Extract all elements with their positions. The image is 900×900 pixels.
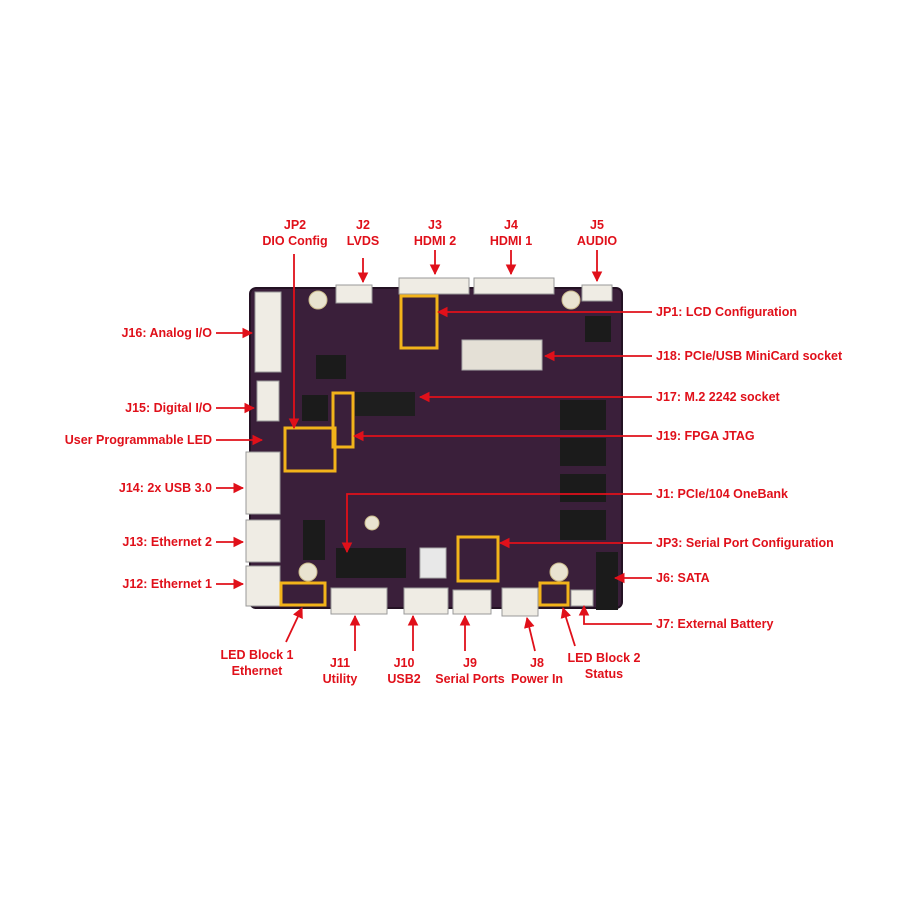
label-j4: J4 HDMI 1 xyxy=(490,217,532,249)
label-j17: J17: M.2 2242 socket xyxy=(656,390,780,404)
label-led-block-2-title: LED Block 2 xyxy=(567,651,641,665)
label-j4-name: HDMI 1 xyxy=(489,234,533,248)
label-j11-name: Utility xyxy=(322,672,358,686)
label-j3-name: HDMI 2 xyxy=(413,234,457,248)
label-j10: J10 USB2 xyxy=(387,655,420,687)
label-jp2-id: JP2 xyxy=(283,218,307,232)
label-led-block-1-sub: Ethernet xyxy=(231,664,283,678)
leader-ledb2 xyxy=(560,606,576,647)
label-led-block-1: LED Block 1 Ethernet xyxy=(221,647,294,679)
label-j2: J2 LVDS xyxy=(347,217,379,249)
label-j8: J8 Power In xyxy=(511,655,563,687)
label-jp2-name: DIO Config xyxy=(262,234,328,248)
circuit-board-image xyxy=(245,277,623,617)
label-j8-id: J8 xyxy=(530,656,544,670)
label-j14: J14: 2x USB 3.0 xyxy=(118,481,212,495)
label-j4-id: J4 xyxy=(504,218,518,232)
label-j2-id: J2 xyxy=(356,218,370,232)
label-j5-name: AUDIO xyxy=(576,234,618,248)
leader-j1 xyxy=(341,493,652,554)
label-j18: J18: PCIe/USB MiniCard socket xyxy=(656,349,843,363)
label-jp1: JP1: LCD Configuration xyxy=(656,305,797,319)
label-j3-id: J3 xyxy=(428,218,442,232)
label-j9: J9 Serial Ports xyxy=(435,655,504,687)
label-led-block-2: LED Block 2 Status xyxy=(568,650,641,682)
label-j11: J11 Utility xyxy=(323,655,358,687)
label-j10-id: J10 xyxy=(393,656,415,670)
label-j12: J12: Ethernet 1 xyxy=(122,577,212,591)
leader-ledb1 xyxy=(285,607,303,643)
label-j13: J13: Ethernet 2 xyxy=(122,535,212,549)
label-user-led: User Programmable LED xyxy=(64,433,212,447)
leader-j7 xyxy=(578,604,652,625)
label-j1: J1: PCIe/104 OneBank xyxy=(656,487,789,501)
label-j7: J7: External Battery xyxy=(656,617,774,631)
label-j19: J19: FPGA JTAG xyxy=(656,429,755,443)
label-j9-name: Serial Ports xyxy=(435,672,505,686)
label-j3: J3 HDMI 2 xyxy=(414,217,456,249)
label-jp2: JP2 DIO Config xyxy=(262,217,327,249)
label-j15: J15: Digital I/O xyxy=(125,401,212,415)
label-led-block-2-sub: Status xyxy=(584,667,624,681)
label-j5: J5 AUDIO xyxy=(577,217,617,249)
label-led-block-1-title: LED Block 1 xyxy=(220,648,294,662)
label-j9-id: J9 xyxy=(463,656,477,670)
leader-lines xyxy=(216,250,652,652)
label-j6: J6: SATA xyxy=(656,571,710,585)
label-jp3: JP3: Serial Port Configuration xyxy=(656,536,834,550)
label-j5-id: J5 xyxy=(590,218,604,232)
label-j16: J16: Analog I/O xyxy=(121,326,212,340)
label-j2-name: LVDS xyxy=(346,234,380,248)
label-j11-id: J11 xyxy=(329,656,351,670)
label-j8-name: Power In xyxy=(510,672,564,686)
label-j10-name: USB2 xyxy=(387,672,421,686)
leader-j8 xyxy=(524,616,536,652)
